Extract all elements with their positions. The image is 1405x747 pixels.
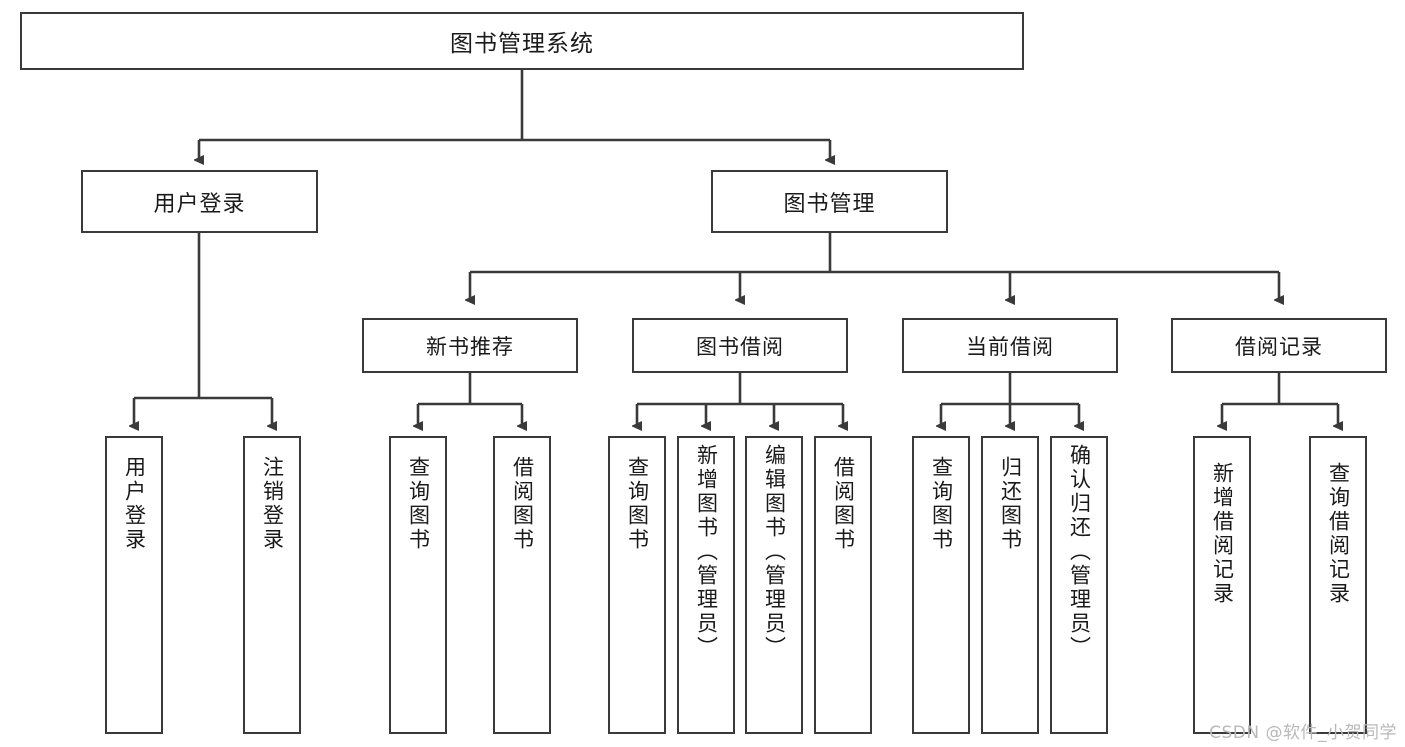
- node-leaf-user-login[interactable]: 用户登录: [105, 436, 163, 734]
- node-leaf-query-book-3[interactable]: 查询图书: [912, 436, 970, 734]
- node-user-login-label: 用户登录: [153, 191, 246, 217]
- node-book-borrow-label: 图书借阅: [696, 334, 784, 359]
- node-leaf-user-logout[interactable]: 注销登录: [243, 436, 301, 734]
- node-leaf-return-book-label: 归还图书: [998, 456, 1023, 552]
- node-root[interactable]: 图书管理系统: [20, 12, 1024, 70]
- node-leaf-add-book[interactable]: 新增图书（管理员）: [677, 436, 735, 734]
- node-leaf-return-book[interactable]: 归还图书: [981, 436, 1039, 734]
- node-leaf-query-book-3-label: 查询图书: [929, 456, 954, 552]
- node-leaf-user-login-label: 用户登录: [122, 456, 147, 552]
- node-leaf-query-record[interactable]: 查询借阅记录: [1309, 436, 1367, 734]
- node-leaf-query-book-2-label: 查询图书: [625, 456, 650, 552]
- node-leaf-add-book-label: 新增图书（管理员）: [694, 444, 719, 660]
- node-leaf-borrow-book-2-label: 借阅图书: [831, 456, 856, 552]
- node-book-borrow[interactable]: 图书借阅: [632, 318, 848, 373]
- node-user-login[interactable]: 用户登录: [81, 170, 318, 233]
- node-leaf-query-book-1[interactable]: 查询图书: [389, 436, 447, 734]
- node-borrow-record-label: 借阅记录: [1235, 334, 1323, 359]
- node-leaf-confirm-return[interactable]: 确认归还（管理员）: [1050, 436, 1108, 734]
- node-new-book-recommend[interactable]: 新书推荐: [362, 318, 578, 373]
- node-leaf-edit-book[interactable]: 编辑图书（管理员）: [745, 436, 803, 734]
- node-root-label: 图书管理系统: [450, 31, 594, 57]
- node-leaf-query-record-label: 查询借阅记录: [1326, 462, 1351, 606]
- node-leaf-borrow-book-1-label: 借阅图书: [510, 456, 535, 552]
- node-leaf-add-record-label: 新增借阅记录: [1210, 462, 1235, 606]
- node-leaf-edit-book-label: 编辑图书（管理员）: [762, 444, 787, 660]
- node-leaf-query-book-1-label: 查询图书: [406, 456, 431, 552]
- node-book-manage-label: 图书管理: [783, 191, 876, 217]
- node-current-borrow-label: 当前借阅: [966, 334, 1054, 359]
- node-leaf-confirm-return-label: 确认归还（管理员）: [1067, 444, 1092, 660]
- node-borrow-record[interactable]: 借阅记录: [1171, 318, 1387, 373]
- node-leaf-query-book-2[interactable]: 查询图书: [608, 436, 666, 734]
- node-book-manage[interactable]: 图书管理: [711, 170, 948, 233]
- node-current-borrow[interactable]: 当前借阅: [902, 318, 1118, 373]
- watermark: CSDN @软件_小贺同学: [1209, 723, 1397, 743]
- node-leaf-user-logout-label: 注销登录: [260, 456, 285, 552]
- node-new-book-recommend-label: 新书推荐: [426, 334, 514, 359]
- node-leaf-borrow-book-1[interactable]: 借阅图书: [493, 436, 551, 734]
- node-leaf-add-record[interactable]: 新增借阅记录: [1193, 436, 1251, 734]
- node-leaf-borrow-book-2[interactable]: 借阅图书: [814, 436, 872, 734]
